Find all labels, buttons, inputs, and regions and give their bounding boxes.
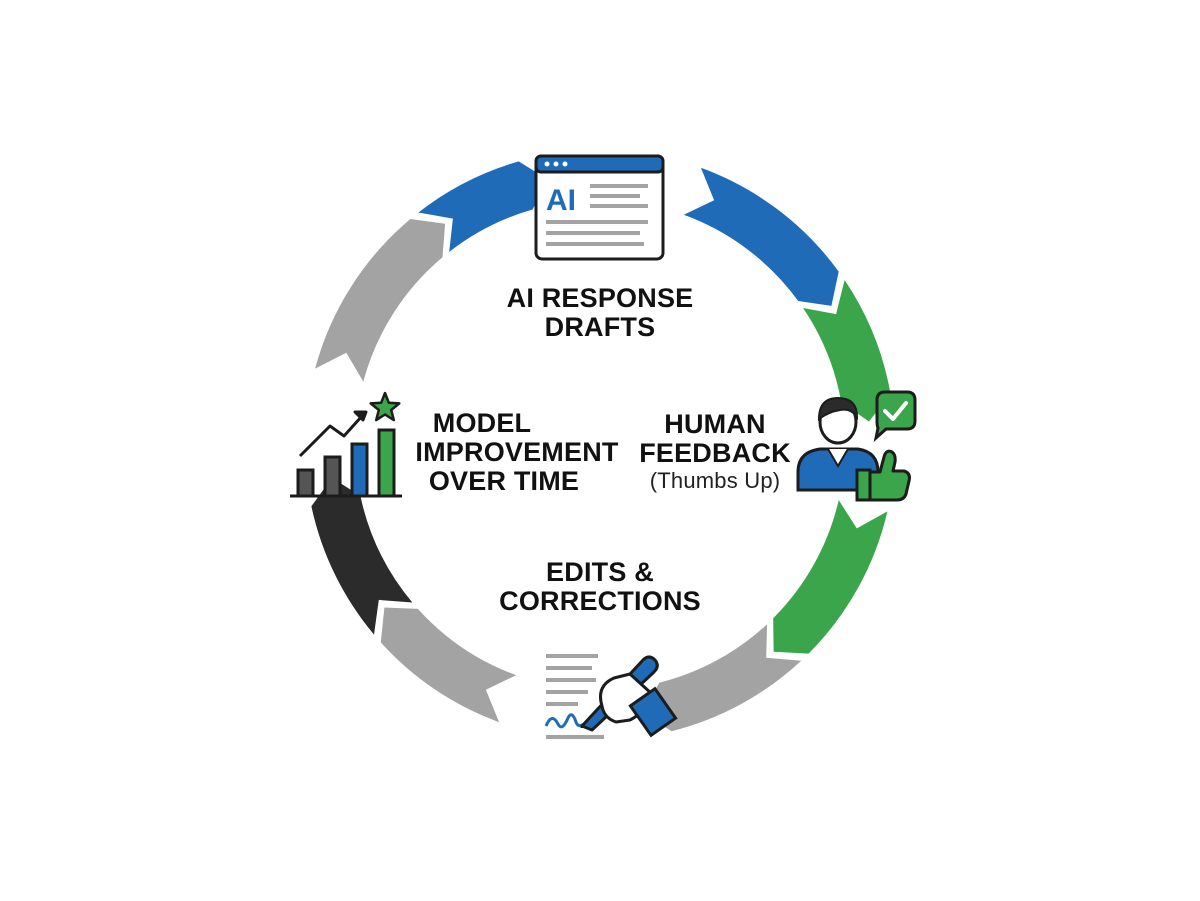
cycle-ring [311,161,891,732]
growth-chart-star-icon [290,391,402,498]
label-line: EDITS & [546,557,654,587]
arrow-gray-upper-left [315,219,446,382]
arrow-green-lower [773,500,888,654]
label-line: DRAFTS [544,312,656,342]
stage-label-model-improvement: MODEL IMPROVEMENT OVER TIME [408,409,626,496]
ai-icon-text: AI [546,184,576,217]
label-line: HUMAN [664,409,766,439]
label-line: IMPROVEMENT [415,437,619,467]
arrow-black [311,477,413,635]
label-line: OVER TIME [428,466,580,496]
label-subtitle: (Thumbs Up) [649,468,781,493]
arrow-gray-lower-right [642,624,802,732]
stage-label-edits-corrections: EDITS & CORRECTIONS [450,558,750,616]
label-line: CORRECTIONS [499,586,701,616]
person-thumbs-up-feedback-icon [796,390,917,502]
stage-label-human-feedback: HUMAN FEEDBACK (Thumbs Up) [630,410,800,494]
ai-response-window-icon: AI [534,154,665,261]
arrow-blue-left [418,161,549,252]
document-pen-edit-icon [544,654,678,739]
arrow-gray-lower-left [380,607,517,723]
label-line: AI RESPONSE [506,283,694,313]
arrow-blue-right [683,167,839,306]
label-line: MODEL [432,408,532,438]
stage-label-ai-response-drafts: AI RESPONSE DRAFTS [450,284,750,342]
arrow-green-upper [803,280,891,422]
label-line: FEEDBACK [639,438,791,468]
